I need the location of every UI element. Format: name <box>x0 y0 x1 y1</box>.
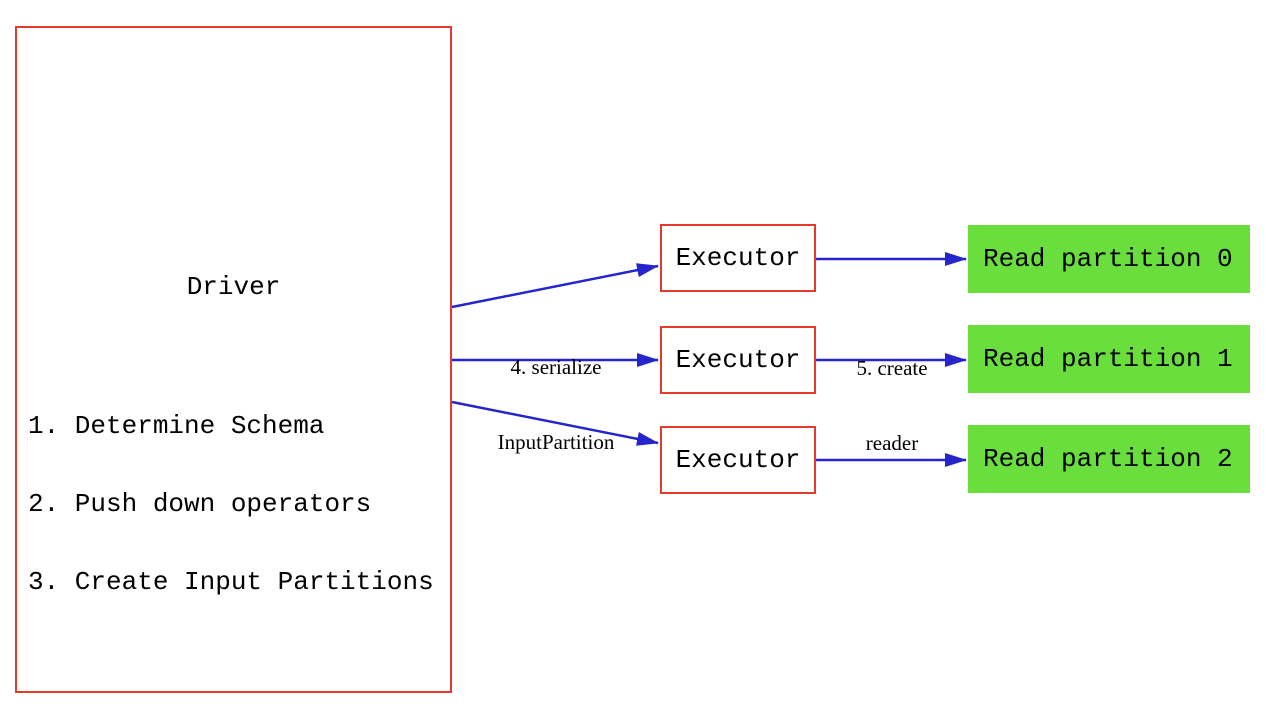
serialize-label-line-1: 4. serialize <box>510 355 602 379</box>
partition-label: Read partition 1 <box>983 344 1233 374</box>
driver-box <box>15 26 452 693</box>
executor-label: Executor <box>675 445 801 475</box>
arrow-driver-to-executor-0 <box>451 263 659 309</box>
executor-box-2: Executor <box>660 426 816 494</box>
driver-step-2: 2. Push down operators <box>28 489 372 519</box>
executor-label: Executor <box>675 243 801 273</box>
driver-step-3: 3. Create Input Partitions <box>28 567 434 597</box>
create-reader-label-line-1: 5. create <box>856 356 928 380</box>
create-reader-label: 5. create reader <box>802 306 982 506</box>
partition-box-0: Read partition 0 <box>968 225 1250 293</box>
executor-label: Executor <box>675 345 801 375</box>
executor-box-0: Executor <box>660 224 816 292</box>
driver-steps: 1. Determine Schema 2. Push down operato… <box>28 361 434 647</box>
partition-label: Read partition 2 <box>983 444 1233 474</box>
serialize-label-line-2: InputPartition <box>497 430 615 454</box>
executor-box-1: Executor <box>660 326 816 394</box>
partition-box-2: Read partition 2 <box>968 425 1250 493</box>
partition-box-1: Read partition 1 <box>968 325 1250 393</box>
partition-label: Read partition 0 <box>983 244 1233 274</box>
driver-title: Driver <box>186 272 281 302</box>
driver-step-1: 1. Determine Schema <box>28 411 325 441</box>
create-reader-label-line-2: reader <box>865 431 919 455</box>
serialize-input-partition-label: 4. serialize InputPartition <box>446 305 666 505</box>
